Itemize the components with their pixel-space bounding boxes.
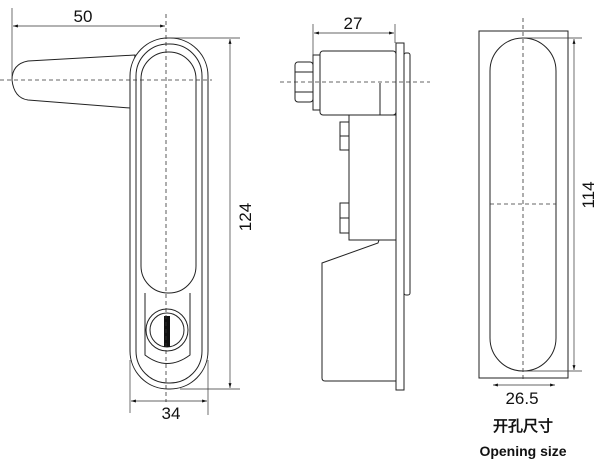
handle-body-mid: [135, 43, 203, 384]
caption-chinese: 开孔尺寸: [493, 417, 553, 435]
dim-50: 50: [74, 7, 93, 26]
dim-124: 124: [236, 203, 255, 231]
side-view: 27: [280, 14, 430, 391]
dim-34: 34: [162, 404, 181, 423]
front-view: 50 124 34: [0, 7, 255, 423]
key-housing: [144, 293, 191, 364]
dim-114: 114: [579, 181, 598, 208]
cam-block: [348, 114, 397, 241]
handle-grip: [140, 51, 197, 294]
washer: [312, 54, 321, 111]
key-slot: [164, 316, 170, 347]
caption-english: Opening size: [479, 443, 566, 459]
dim-26-5: 26.5: [505, 389, 538, 408]
dim-27: 27: [344, 14, 363, 33]
lower-housing: [321, 236, 397, 382]
opening-view: 114 26.5 开孔尺寸 Opening size: [478, 18, 598, 459]
mounting-plate: [395, 42, 405, 391]
key-cylinder: [145, 308, 189, 352]
handle-lever: [11, 54, 136, 109]
cylinder-body: [319, 50, 397, 116]
